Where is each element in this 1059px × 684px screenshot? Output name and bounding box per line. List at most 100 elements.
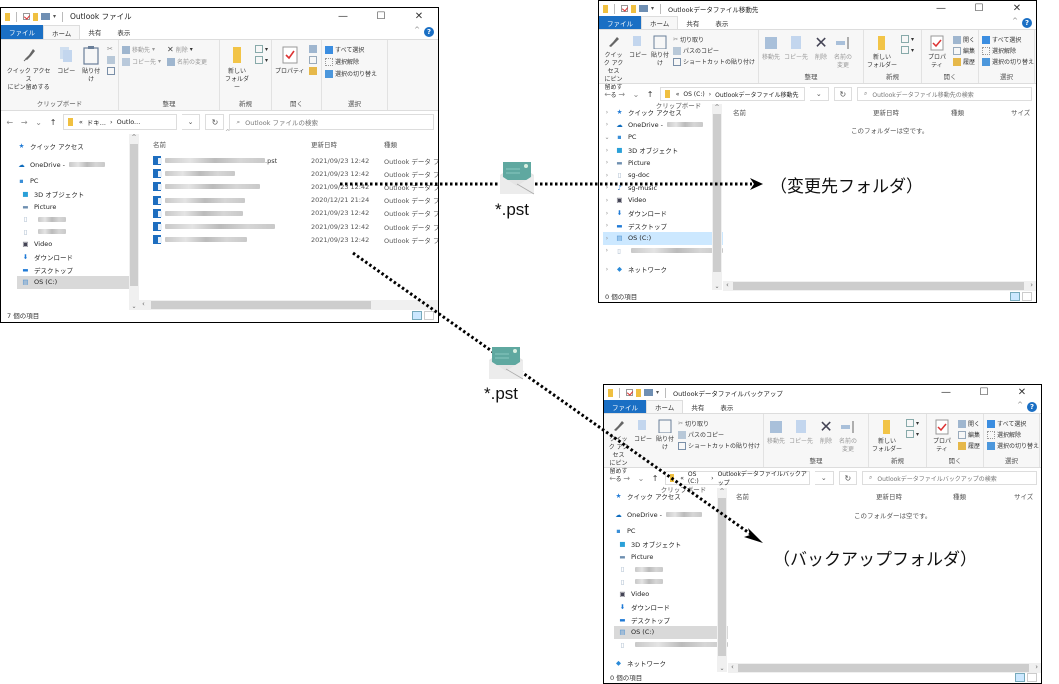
recent-locations-button[interactable]: ⌄ [637, 473, 645, 483]
nav-item[interactable]: ›■3D オブジェクト [603, 144, 723, 157]
select-all-button[interactable]: すべて選択 [325, 45, 377, 54]
customize-qa-icon[interactable] [41, 13, 50, 20]
collapse-ribbon-icon[interactable]: ^ [1012, 17, 1018, 25]
large-icons-view-button[interactable] [424, 310, 434, 320]
breadcrumb-drive[interactable]: OS (C:) [687, 471, 699, 485]
column-size[interactable]: サイズ [1014, 493, 1034, 501]
maximize-button[interactable]: ☐ [979, 387, 989, 398]
column-modified[interactable]: 更新日時 [876, 493, 902, 501]
tab-view[interactable]: 表示 [720, 403, 734, 412]
chevron-down-icon[interactable]: ▾ [53, 13, 57, 20]
forward-button[interactable]: → [623, 473, 631, 483]
refresh-button[interactable]: ↻ [833, 87, 853, 101]
paste-shortcut-button[interactable]: ショートカットの貼り付け [677, 441, 760, 450]
nav-item[interactable]: ▯ [614, 576, 728, 589]
chevron-right-icon[interactable]: › [605, 196, 609, 204]
pin-quick-access-button[interactable]: クイック アクセスにピン留めする [602, 33, 625, 100]
minimize-button[interactable]: — [338, 11, 348, 22]
nav-item[interactable]: ›▯ [603, 245, 723, 258]
new-folder-button[interactable]: 新しいフォルダー [867, 33, 897, 71]
copy-to-button[interactable]: コピー先 ▾ [122, 57, 161, 66]
horizontal-scrollbar[interactable]: ‹ [139, 300, 438, 310]
select-none-button[interactable]: 選択解除 [987, 430, 1039, 439]
customize-qa-icon[interactable] [639, 5, 648, 12]
nav-item[interactable]: ▬Picture [17, 200, 139, 213]
pin-quick-access-button[interactable]: クイック アクセス にピン留めする [4, 43, 53, 98]
paste-shortcut-button[interactable] [107, 67, 115, 75]
edit-button[interactable]: 編集 [957, 430, 980, 439]
select-none-button[interactable]: 選択解除 [325, 57, 377, 66]
select-none-button[interactable]: 選択解除 [982, 46, 1034, 55]
copy-to-button[interactable]: コピー先 [789, 417, 813, 455]
nav-item[interactable]: ▯ [17, 226, 139, 239]
forward-button[interactable]: → [618, 89, 626, 99]
history-button[interactable]: 履歴 [957, 441, 980, 450]
properties-button[interactable]: プロパティ [930, 417, 954, 455]
tab-home[interactable]: ホーム [641, 16, 679, 29]
new-folder-qa-icon[interactable] [33, 12, 38, 21]
properties-button[interactable]: プロパティ [275, 43, 305, 98]
chevron-right-icon[interactable]: › [605, 108, 609, 116]
nav-item[interactable]: ★クイック アクセス [17, 140, 139, 153]
close-button[interactable]: ✕ [1012, 3, 1022, 14]
large-icons-view-button[interactable] [1022, 291, 1032, 301]
new-item-button[interactable]: ▾ [901, 35, 914, 43]
nav-item[interactable]: ⬇ダウンロード [614, 601, 728, 614]
invert-selection-button[interactable]: 選択の切り替え [987, 441, 1039, 450]
nav-item[interactable]: ▤OS (C:) [17, 275, 139, 289]
nav-item[interactable]: ☁OneDrive - [17, 159, 139, 172]
nav-item[interactable]: ›⬇ダウンロード [603, 207, 723, 220]
nav-item[interactable]: ■3D オブジェクト [17, 188, 139, 201]
close-button[interactable]: ✕ [414, 11, 424, 22]
details-view-button[interactable] [412, 310, 422, 320]
nav-item[interactable]: ▪PC [17, 175, 139, 188]
nav-item[interactable]: ◆ネットワーク [614, 657, 728, 670]
address-bar[interactable]: « ドキ... › Outlo... [62, 114, 177, 130]
collapse-ribbon-icon[interactable]: ^ [1017, 401, 1023, 409]
refresh-button[interactable]: ↻ [838, 471, 858, 485]
move-to-button[interactable]: 移動先 [767, 417, 785, 455]
nav-item[interactable]: ■3D オブジェクト [614, 538, 728, 551]
nav-item[interactable]: ›▬Picture [603, 156, 723, 169]
nav-item[interactable]: ›▯sg-doc [603, 169, 723, 182]
delete-button[interactable]: ✕削除 [812, 33, 830, 71]
nav-item[interactable]: ›☁OneDrive - [603, 119, 723, 132]
delete-button[interactable]: ✕削除 ▾ [167, 45, 193, 54]
nav-item[interactable]: ›▬デスクトップ [603, 219, 723, 232]
select-all-button[interactable]: すべて選択 [987, 419, 1039, 428]
address-dropdown-button[interactable]: ⌄ [181, 114, 201, 130]
cut-button[interactable]: ✂切り取り [672, 36, 705, 44]
move-to-button[interactable]: 移動先 [762, 33, 780, 71]
paste-button[interactable]: 貼り付け [651, 33, 669, 100]
new-item-button[interactable]: ▾ [906, 419, 919, 427]
nav-item[interactable]: ★クイック アクセス [614, 490, 728, 503]
search-input[interactable]: ⌕ Outlookデータファイル移動先の検索 [857, 87, 1032, 101]
chevron-right-icon[interactable]: › [605, 171, 609, 179]
help-icon[interactable]: ? [1027, 402, 1037, 412]
paste-shortcut-button[interactable]: ショートカットの貼り付け [672, 57, 755, 66]
recent-locations-button[interactable]: ⌄ [632, 89, 640, 99]
nav-item[interactable]: ›♪sg-music [603, 182, 723, 195]
chevron-right-icon[interactable]: › [605, 121, 609, 129]
nav-item[interactable]: ▬デスクトップ [17, 263, 139, 276]
nav-item[interactable]: ☁OneDrive - [614, 509, 728, 522]
new-item-button[interactable]: ▾ [254, 45, 268, 53]
column-name[interactable]: 名前 [153, 141, 166, 149]
back-button[interactable]: ← [609, 473, 616, 483]
delete-button[interactable]: ✕削除 [817, 417, 835, 455]
nav-item[interactable]: ▣Video [614, 588, 728, 601]
nav-item[interactable]: ▯ [17, 213, 139, 226]
tab-home[interactable]: ホーム [43, 25, 81, 39]
copy-path-button[interactable]: パスのコピー [677, 430, 760, 439]
tab-file[interactable]: ファイル [599, 16, 641, 29]
column-type[interactable]: 種類 [951, 109, 964, 117]
open-button[interactable]: 開く [957, 419, 980, 428]
column-name[interactable]: 名前 [736, 493, 749, 501]
breadcrumb-outlook[interactable]: Outlo... [116, 118, 141, 126]
nav-vertical-scrollbar[interactable]: ^ ⌄ [717, 488, 727, 672]
easy-access-button[interactable]: ▾ [254, 56, 268, 64]
